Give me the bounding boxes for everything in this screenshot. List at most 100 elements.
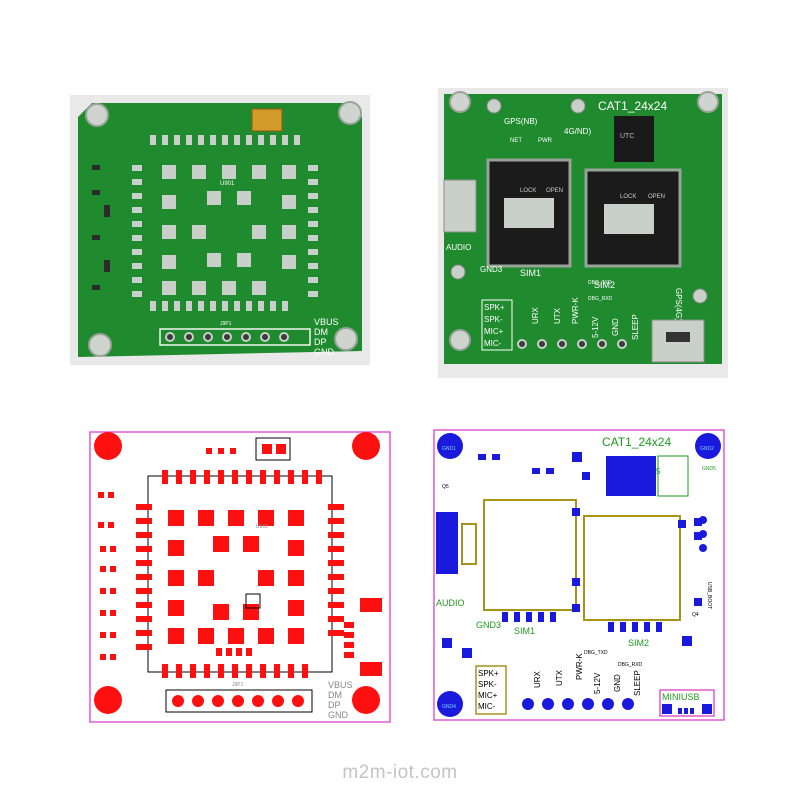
usb-boot-label: USB_BOOT <box>706 582 712 609</box>
module-pad-ring <box>132 135 318 311</box>
label-4g-nd: 4G/ND) <box>564 127 591 136</box>
io-pin-labels: URX UTX PWR-K 5-12V GND SLEEP <box>533 653 642 696</box>
pin-label: GND <box>611 318 620 336</box>
mounting-hole <box>338 101 362 125</box>
audio-connector <box>443 179 477 233</box>
pin-label: GND <box>328 710 349 720</box>
dbg-rx-label: DBG_RXD <box>588 296 613 302</box>
pin-label: SPK+ <box>484 303 505 312</box>
audio-pin-labels: SPK+ SPK- MIC+ MIC- <box>484 303 505 348</box>
audio-pin-labels: SPK+ SPK- MIC+ MIC- <box>478 669 499 711</box>
board-outline <box>89 431 391 723</box>
pin-label: SPK+ <box>478 669 499 678</box>
dbg-rx-label: DBG_RXD <box>618 662 643 668</box>
q5-label: Q5 <box>442 484 449 490</box>
label-gps-nb: GPS(NB) <box>504 117 538 126</box>
sim1-label: SIM1 <box>514 626 535 636</box>
pin-label: DP <box>314 337 327 347</box>
gnd2-label: GND2 <box>700 446 714 452</box>
voltage-regulator <box>614 116 654 162</box>
gnd3-label: GND3 <box>476 620 501 630</box>
header-outline <box>159 328 311 346</box>
sim2-outline <box>583 515 681 621</box>
regulator-marker: 5 <box>656 467 661 476</box>
corner-pads <box>94 432 380 714</box>
sim-open-label: OPEN <box>648 194 665 200</box>
usb-pin-labels: VBUS DM DP GND <box>328 680 353 720</box>
sim2-contact-window <box>604 204 654 234</box>
mounting-hole <box>88 333 112 357</box>
audio-outline <box>461 523 477 565</box>
pin-label: GND <box>314 347 335 357</box>
board-title: CAT1_24x24 <box>598 99 667 113</box>
header-outline <box>165 689 313 713</box>
miniusb-outline <box>659 689 715 717</box>
pin-label: DM <box>328 690 342 700</box>
usb-pads <box>344 598 382 676</box>
module-edge-pads <box>136 470 344 678</box>
io-header-pins <box>517 339 627 349</box>
header-label: J9P1 <box>232 682 244 688</box>
header-pins <box>165 332 289 342</box>
pin-label: MIC+ <box>478 691 498 700</box>
pcb-photo-top-right: CAT1_24x24 GPS(NB) 4G/ND) NET PWR UTC LO… <box>438 88 728 378</box>
smd-pads <box>442 452 707 658</box>
miniusb-pads <box>662 704 712 714</box>
sim-open-label: OPEN <box>546 188 563 194</box>
regulator-label: UTC <box>620 133 634 140</box>
pin-label: MIC+ <box>484 327 504 336</box>
pin-label: DM <box>314 327 328 337</box>
pin-label: URX <box>531 306 540 324</box>
sim2-label: SIM2 <box>628 638 649 648</box>
smd-components <box>92 165 110 290</box>
gnd3-label: GND3 <box>480 265 503 274</box>
mounting-hole <box>449 329 471 351</box>
mounting-hole <box>334 327 358 351</box>
audio-label: AUDIO <box>436 598 465 608</box>
pin-label: URX <box>533 670 542 688</box>
gnd1-label: GND1 <box>442 446 456 452</box>
pin-label: SPK- <box>484 315 503 324</box>
sim-lock-label: LOCK <box>620 194 636 200</box>
audio-connector-pad <box>436 512 458 574</box>
pin-label: PWR-K <box>571 297 580 324</box>
gnd4-label: GND4 <box>442 704 456 710</box>
regulator-pad <box>606 456 656 496</box>
pin-label: SLEEP <box>631 314 640 340</box>
io-pin-labels: URX UTX PWR-K 5-12V GND SLEEP <box>531 297 640 340</box>
mounting-hole <box>449 91 471 113</box>
pin-label: GND <box>613 674 622 692</box>
corner-pads <box>437 433 721 717</box>
antenna-connectors <box>450 98 708 304</box>
regulator-outline <box>657 455 689 497</box>
pcb-photo-top-left: U901 J9P1 VBUS DM DP GND <box>70 95 370 365</box>
pin-label: 5-12V <box>593 672 602 694</box>
pin-label: SLEEP <box>633 670 642 696</box>
pin-label: SPK- <box>478 680 497 689</box>
audio-pin-box <box>475 665 507 715</box>
board-title: CAT1_24x24 <box>602 435 671 449</box>
sim1-label: SIM1 <box>520 268 541 278</box>
label-net: NET <box>510 138 522 144</box>
sim-lock-label: LOCK <box>520 188 536 194</box>
board-outline <box>433 429 725 721</box>
smd-pads <box>98 448 252 660</box>
sim1-outline <box>483 499 577 611</box>
pin-label: MIC- <box>484 339 502 348</box>
pin-label: VBUS <box>314 317 339 327</box>
sim2-label: SIM2 <box>594 280 615 290</box>
label-pwr: PWR <box>538 138 553 144</box>
q4-label: Q4 <box>692 612 699 618</box>
capacitor-outline <box>255 437 291 461</box>
gps4g-label: GPS(4G) <box>674 288 683 321</box>
pin-label: UTX <box>555 669 564 686</box>
usb-pin-labels: VBUS DM DP GND <box>314 317 339 357</box>
sim-pads <box>502 508 686 632</box>
module-center-pads <box>168 510 304 644</box>
miniusb-label: MINIUSB <box>662 692 700 702</box>
pin-label: UTX <box>553 307 562 324</box>
module-label: U901 <box>220 181 235 187</box>
gnd5-label: GND5 <box>702 466 716 472</box>
pin-label: PWR-K <box>575 653 584 680</box>
module-label: U901 <box>256 524 268 530</box>
